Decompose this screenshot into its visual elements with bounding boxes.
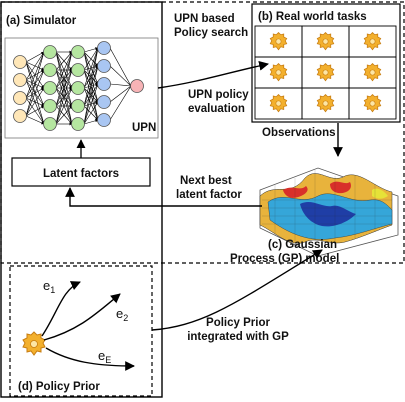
network-node (43, 117, 57, 131)
next-best-label-2: latent factor (176, 189, 242, 201)
network-edge (25, 87, 45, 117)
network-edge (25, 51, 45, 81)
policy-prior-panel (9, 265, 153, 397)
edge-e1-arrow (41, 281, 81, 337)
latent-factors-label: Latent factors (43, 168, 119, 180)
network-edge (25, 51, 45, 99)
edge-label-eE: eE (98, 348, 111, 365)
network-node (71, 81, 85, 95)
network-edge (83, 65, 99, 125)
prior-integrated-label-2: integrated with GP (187, 331, 289, 343)
gp-title-line2: Process (GP) model (230, 253, 339, 265)
network-edge (83, 47, 99, 89)
network-node (97, 41, 111, 55)
task-cell (348, 87, 397, 120)
network-edge (109, 85, 132, 121)
network-edge (83, 101, 99, 125)
network-edge (83, 119, 99, 125)
network-node (43, 99, 57, 113)
next-best-label-1: Next best (180, 175, 232, 187)
network-node (13, 91, 27, 105)
edge-label-e1: e1 (43, 278, 55, 295)
network-node (13, 73, 27, 87)
network-node (13, 55, 27, 69)
network-edge (25, 69, 45, 117)
policy-prior-title: (d) Policy Prior (18, 381, 100, 393)
simulator-panel (0, 1, 163, 398)
network-node (13, 109, 27, 123)
network-edge (25, 51, 45, 63)
edge-e2-arrow (43, 293, 121, 341)
edge-eE-arrow (45, 347, 135, 371)
next-best-arrow (65, 187, 262, 207)
network-edge (55, 87, 73, 125)
network-node (43, 45, 57, 59)
simulator-title: (a) Simulator (6, 15, 77, 27)
network-node (43, 63, 57, 77)
output-node (130, 79, 144, 93)
network-edge (83, 47, 99, 71)
network-node (71, 99, 85, 113)
network-node (97, 113, 111, 127)
network-edge (83, 47, 99, 125)
network-edge (55, 51, 73, 125)
network-edge (55, 51, 73, 89)
policy-search-arrow (157, 61, 269, 89)
observations-label: Observations (262, 127, 336, 139)
edge-label-e2: e2 (116, 306, 128, 323)
policy-eval-label-2: evaluation (188, 103, 245, 115)
network-edge (25, 105, 45, 117)
network-node (97, 77, 111, 91)
network-edge (109, 65, 132, 87)
network-node (43, 81, 57, 95)
upn-label: UPN (132, 122, 156, 134)
network-edge (25, 115, 45, 125)
network-node (71, 117, 85, 131)
gp-title-line1: (c) Gaussian (268, 239, 337, 251)
network-node (71, 63, 85, 77)
prior-integrated-arrow (151, 249, 323, 331)
network-edge (109, 85, 132, 103)
network-edge (55, 51, 73, 107)
prior-integrated-label-1: Policy Prior (206, 317, 270, 329)
policy-search-label-2: Policy search (174, 27, 248, 39)
network-node (97, 95, 111, 109)
network-edge (83, 83, 99, 125)
network-edge (55, 69, 73, 125)
real-world-title: (b) Real world tasks (258, 11, 367, 23)
gp-surface-plot (259, 167, 399, 257)
network-node (97, 59, 111, 73)
network-edge (83, 47, 99, 107)
task-grid (254, 25, 397, 120)
neural-network (13, 41, 144, 131)
network-edge (25, 51, 45, 117)
policy-search-label-1: UPN based (174, 13, 235, 25)
network-edge (109, 83, 132, 87)
network-edge (55, 51, 73, 71)
network-edge (55, 105, 73, 125)
network-edge (109, 47, 132, 87)
policy-eval-label-1: UPN policy (188, 89, 249, 101)
network-node (71, 45, 85, 59)
